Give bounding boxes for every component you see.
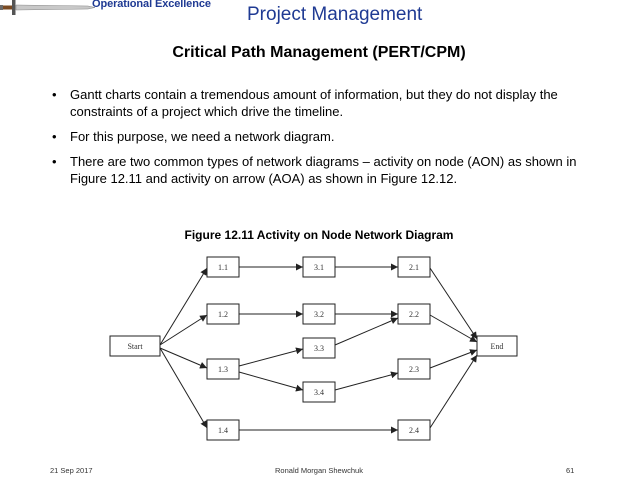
node-end	[476, 335, 518, 357]
node-1.2	[206, 303, 240, 325]
node-end-label: End	[491, 342, 504, 351]
bullet-item: There are two common types of network di…	[52, 153, 597, 187]
node-1.1	[206, 256, 240, 278]
bullet-item: For this purpose, we need a network diag…	[52, 128, 597, 145]
edge-start-1.3	[159, 347, 208, 369]
node-2.3	[397, 358, 431, 380]
footer-author: Ronald Morgan Shewchuk	[275, 466, 363, 475]
node-start-label: Start	[127, 342, 143, 351]
edge-3.3-2.2	[334, 317, 399, 346]
footer-page-number: 61	[566, 466, 575, 475]
edge-2.2-end	[429, 314, 478, 343]
header-title: Project Management	[247, 4, 423, 25]
brand-label: Operational Excellence	[92, 0, 211, 10]
node-3.1	[302, 256, 336, 278]
bullet-list: Gantt charts contain a tremendous amount…	[52, 86, 597, 195]
edge-3.4-2.3	[334, 371, 399, 391]
node-2.2	[397, 303, 431, 325]
slide-subtitle: Critical Path Management (PERT/CPM)	[172, 44, 466, 61]
node-3.4	[302, 381, 336, 403]
edge-1.3-3.4	[238, 371, 304, 392]
edge-2.3-end	[429, 349, 478, 369]
node-2.2-label: 2.2	[409, 310, 419, 319]
figure-title: Figure 12.11 Activity on Node Network Di…	[184, 228, 454, 242]
node-2.3-label: 2.3	[409, 365, 419, 374]
node-2.1-label: 2.1	[409, 263, 419, 272]
node-1.4	[206, 419, 240, 441]
node-2.4-label: 2.4	[409, 426, 419, 435]
edge-2.4-end	[429, 354, 478, 429]
node-1.3-label: 1.3	[218, 365, 228, 374]
node-2.1	[397, 256, 431, 278]
node-3.3	[302, 337, 336, 359]
node-1.2-label: 1.2	[218, 310, 228, 319]
node-3.4-label: 3.4	[314, 388, 324, 397]
edge-1.3-3.3	[238, 347, 304, 367]
node-3.2-label: 3.2	[314, 310, 324, 319]
bullet-item: Gantt charts contain a tremendous amount…	[52, 86, 597, 120]
node-2.4	[397, 419, 431, 441]
node-3.1-label: 3.1	[314, 263, 324, 272]
edge-start-1.2	[159, 314, 208, 346]
node-start	[109, 335, 161, 357]
edge-2.1-end	[429, 267, 478, 340]
node-1.3	[206, 358, 240, 380]
node-1.4-label: 1.4	[218, 426, 228, 435]
sword-icon	[0, 0, 95, 15]
node-3.3-label: 3.3	[314, 344, 324, 353]
edge-start-1.4	[159, 347, 208, 429]
node-3.2	[302, 303, 336, 325]
edge-start-1.1	[159, 267, 208, 346]
footer-date: 21 Sep 2017	[50, 466, 93, 475]
node-1.1-label: 1.1	[218, 263, 228, 272]
